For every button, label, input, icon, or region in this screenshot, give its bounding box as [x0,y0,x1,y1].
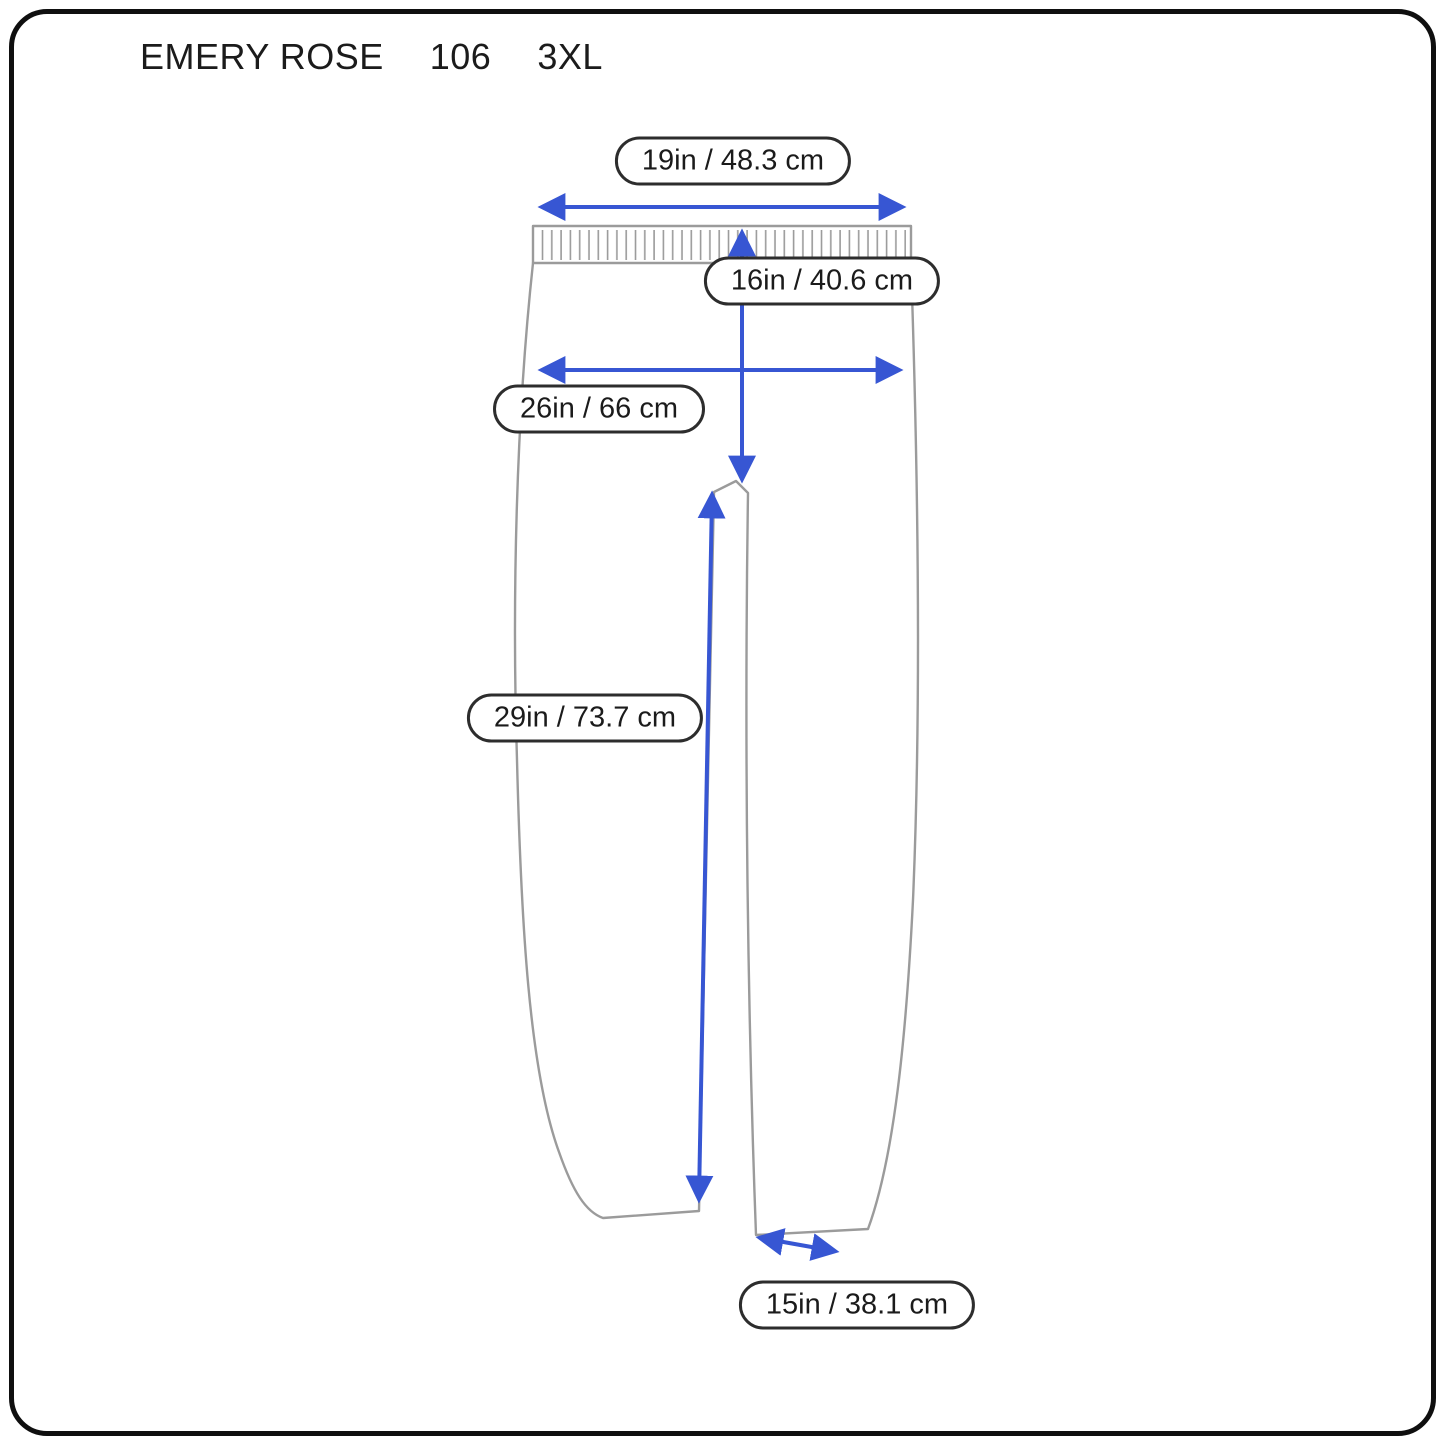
measurement-label-rise: 16in / 40.6 cm [703,256,941,306]
page-title: EMERY ROSE 106 3XL [140,36,603,78]
waistband-ribbing [538,227,906,262]
measurement-label-waist: 19in / 48.3 cm [614,136,852,186]
leg-opening-arrow [755,1228,840,1261]
measurement-label-hip: 26in / 66 cm [493,384,705,434]
brand-name: EMERY ROSE [140,36,384,77]
style-number: 106 [429,36,492,77]
size-label: 3XL [537,36,603,77]
inseam-arrow [685,490,726,1204]
measurement-label-leg-opening: 15in / 38.1 cm [738,1280,976,1330]
measurement-label-inseam: 29in / 73.7 cm [466,693,704,743]
